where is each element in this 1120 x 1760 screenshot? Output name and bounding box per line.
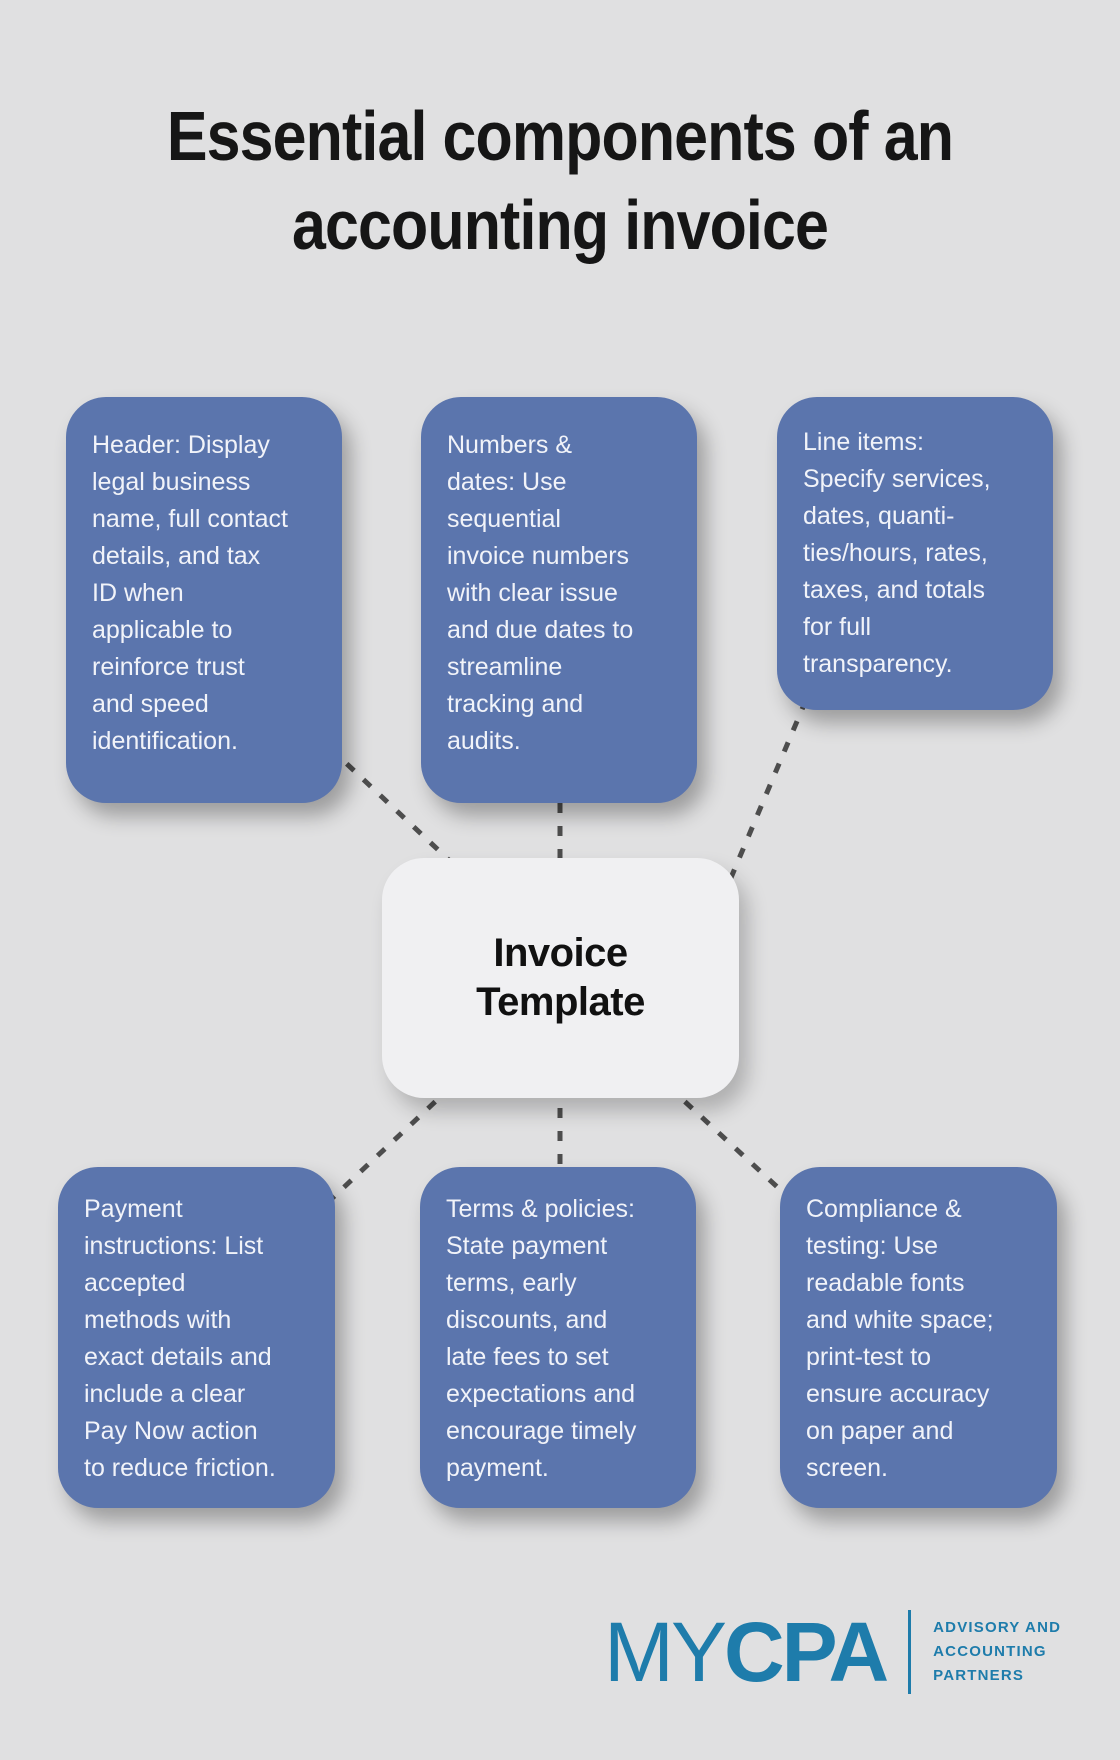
- node-terms-policies-text: Terms & policies: State payment terms, e…: [446, 1195, 637, 1482]
- node-header-text: Header: Display legal business name, ful…: [92, 431, 288, 755]
- node-payment-instructions-text: Payment instructions: List accepted meth…: [84, 1195, 276, 1482]
- brand-tagline-line-2: ACCOUNTING: [933, 1643, 1047, 1660]
- brand-tagline: ADVISORY AND ACCOUNTING PARTNERS: [933, 1616, 1061, 1688]
- node-compliance-testing-text: Compliance & testing: Use readable fonts…: [806, 1195, 994, 1482]
- brand-tagline-line-1: ADVISORY AND: [933, 1619, 1062, 1636]
- brand-divider: [908, 1610, 912, 1694]
- brand-wordmark: MYCPA: [604, 1605, 889, 1699]
- brand-logo: MYCPA ADVISORY AND ACCOUNTING PARTNERS: [604, 1608, 1061, 1696]
- node-numbers-dates: Numbers & dates: Use sequential invoice …: [421, 397, 697, 803]
- center-node: Invoice Template: [382, 858, 739, 1098]
- node-line-items-text: Line items: Specify services, dates, qua…: [803, 428, 991, 678]
- node-line-items: Line items: Specify services, dates, qua…: [777, 397, 1053, 710]
- node-header: Header: Display legal business name, ful…: [66, 397, 342, 803]
- node-numbers-dates-text: Numbers & dates: Use sequential invoice …: [447, 431, 634, 755]
- connector-bottom-right-icon: [666, 1084, 802, 1210]
- connector-top-left-icon: [328, 746, 470, 880]
- node-payment-instructions: Payment instructions: List accepted meth…: [58, 1167, 335, 1508]
- brand-wordmark-my: MY: [604, 1605, 727, 1699]
- node-compliance-testing: Compliance & testing: Use readable fonts…: [780, 1167, 1057, 1508]
- brand-tagline-line-3: PARTNERS: [933, 1667, 1025, 1684]
- node-terms-policies: Terms & policies: State payment terms, e…: [420, 1167, 696, 1508]
- connector-top-right-icon: [727, 699, 809, 881]
- center-node-label: Invoice Template: [476, 931, 645, 1024]
- page-title: Essential components of an accounting in…: [166, 97, 954, 264]
- connector-bottom-left-icon: [324, 1084, 454, 1206]
- brand-wordmark-cpa: CPA: [724, 1605, 889, 1699]
